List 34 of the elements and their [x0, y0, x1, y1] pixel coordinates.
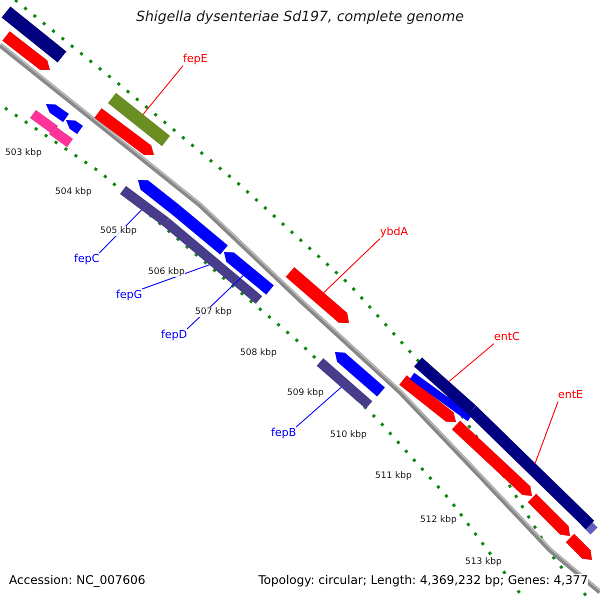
gene-label: fepG [116, 289, 142, 302]
gene-label: fepB [271, 427, 296, 440]
gene-feature [468, 405, 594, 530]
leader-line [142, 65, 184, 115]
footer-note: Accession: NC_007606 [9, 574, 146, 588]
scale-label: 504 kbp [55, 187, 92, 198]
gene-feature [224, 252, 274, 295]
scale-label: 509 kbp [287, 388, 324, 398]
gene-label: ybdA [380, 226, 408, 239]
gene-label: entC [494, 331, 520, 344]
diagram-title: Shigella dysenteriae Sd197, complete genome [135, 9, 465, 26]
leader-line [534, 401, 558, 464]
scale-label: 513 kbp [465, 557, 502, 568]
gene-feature [285, 266, 350, 324]
scale-label: 512 kbp [420, 515, 457, 526]
gene-label: fepE [183, 53, 208, 66]
scale-label: 511 kbp [375, 471, 412, 482]
gene-label: fepD [161, 329, 188, 342]
gene-label: entE [558, 389, 584, 402]
leader-line [448, 343, 494, 382]
leader-line [323, 238, 380, 294]
scale-label: 507 kbp [195, 307, 232, 318]
leader-line [142, 264, 210, 290]
gene-feature [414, 357, 476, 415]
scale-label: 506 kbp [148, 267, 185, 278]
scale-label: 510 kbp [330, 430, 367, 440]
footer-note: Topology: circular; Length: 4,369,232 bp; Genes: 4,377 [258, 574, 588, 588]
leader-line [296, 386, 342, 428]
scale-label: 508 kbp [240, 348, 277, 358]
scale-label: 505 kbp [100, 226, 137, 236]
scale-label: 503 kbp [5, 148, 42, 158]
gene-feature [108, 92, 170, 146]
gene-feature [120, 186, 170, 226]
gene-label: fepC [74, 253, 100, 266]
